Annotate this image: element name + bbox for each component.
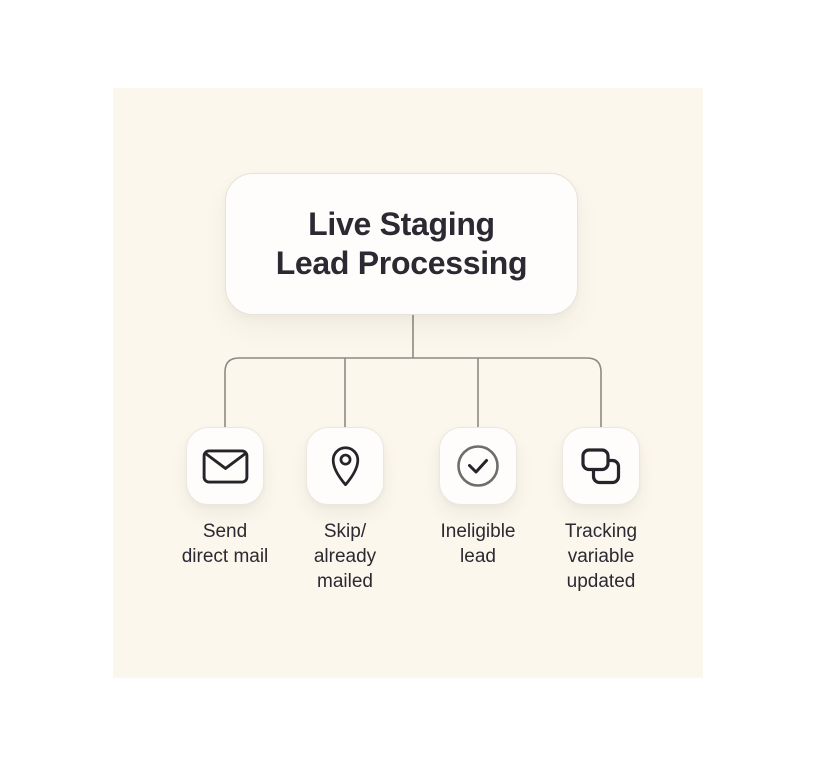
connector-bracket — [224, 357, 602, 429]
branch-label: Skip/ already mailed — [313, 521, 377, 592]
check-circle-icon — [457, 445, 499, 487]
page-title: Live Staging Lead Processing — [275, 206, 528, 281]
card-ineligible-lead — [439, 427, 517, 505]
branch-label: Send direct mail — [181, 521, 269, 567]
card-send-direct-mail — [186, 427, 264, 505]
copy-icon — [581, 447, 621, 484]
branch-label: Tracking variable updated — [564, 521, 638, 592]
card-skip-already-mailed — [306, 427, 384, 505]
card-tracking-variable-updated — [562, 427, 640, 505]
diagram-panel: Live Staging Lead Processing — [113, 88, 703, 678]
connector-lines — [224, 315, 602, 429]
mail-icon — [202, 448, 248, 484]
branch-label: Ineligible lead — [440, 521, 516, 567]
map-pin-icon — [331, 446, 359, 487]
title-node: Live Staging Lead Processing — [225, 173, 578, 315]
